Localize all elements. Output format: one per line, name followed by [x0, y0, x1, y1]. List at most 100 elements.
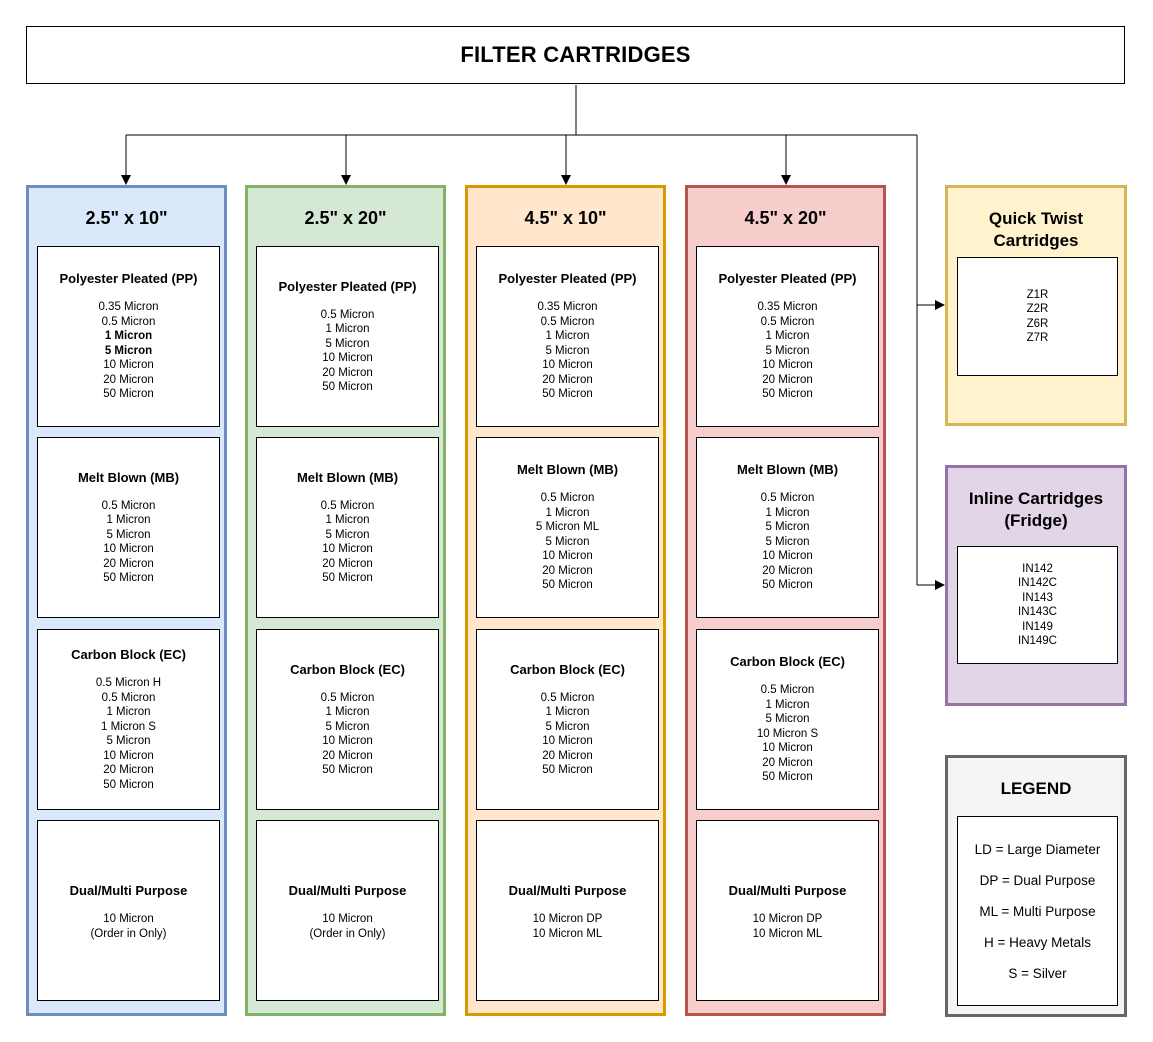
inline-item: IN143C	[1018, 606, 1057, 618]
micron-item: 1 Micron	[325, 706, 370, 718]
micron-item: 0.5 Micron	[320, 691, 375, 704]
filter-type-title: Dual/Multi Purpose	[69, 883, 188, 898]
micron-item: 0.5 Micron	[760, 315, 815, 328]
micron-item: 50 Micron	[542, 764, 593, 776]
micron-item: 50 Micron	[103, 572, 154, 584]
micron-item: 10 Micron	[103, 913, 154, 925]
micron-item: 1 Micron	[104, 330, 153, 343]
micron-item: 10 Micron S	[756, 727, 819, 740]
micron-item: 50 Micron	[322, 572, 373, 584]
micron-item: 20 Micron	[762, 373, 813, 386]
micron-item: 10 Micron	[542, 550, 593, 563]
legend-item: LD = Large Diameter	[974, 841, 1101, 857]
micron-item: 10 Micron DP	[752, 913, 823, 925]
column-header: 2.5" x 10"	[85, 208, 168, 228]
quick-twist-item: Z1R	[1026, 288, 1049, 301]
micron-item: 0.5 Micron	[101, 691, 156, 704]
size-column: 2.5" x 20"Polyester Pleated (PP)0.5 Micr…	[245, 185, 446, 1016]
micron-item: 5 Micron	[106, 528, 151, 541]
micron-item: 10 Micron ML	[532, 927, 603, 940]
micron-item: 50 Micron	[103, 388, 154, 401]
filter-type-title: Polyester Pleated (PP)	[278, 278, 417, 294]
micron-item: 5 Micron	[545, 344, 590, 357]
micron-item: 1 Micron	[545, 706, 590, 718]
filter-type-cell: Melt Blown (MB) 0.5 Micron 1 Micron 5 Micro…	[256, 437, 439, 618]
micron-item: 5 Micron	[325, 528, 370, 541]
legend-item: H = Heavy Metals	[984, 934, 1091, 950]
quick-twist-item: Z6R	[1026, 317, 1049, 330]
filter-type-title: Dual/Multi Purpose	[728, 883, 847, 898]
micron-item: 10 Micron	[322, 913, 373, 925]
micron-item: 0.5 Micron H	[95, 677, 162, 689]
micron-item: 10 Micron	[542, 735, 593, 747]
micron-item: 0.5 Micron	[101, 499, 156, 512]
micron-item: 20 Micron	[322, 557, 373, 570]
micron-item: 20 Micron	[103, 557, 154, 570]
quick-twist-header: Quick Twist Cartridges	[988, 209, 1084, 250]
micron-item: 1 Micron	[765, 330, 810, 343]
filter-type-title: Polyester Pleated (PP)	[498, 271, 637, 287]
micron-item: 0.5 Micron	[320, 308, 375, 321]
micron-item: 10 Micron	[762, 550, 813, 563]
micron-item: 1 Micron	[545, 330, 590, 343]
micron-item: 50 Micron	[762, 388, 813, 401]
filter-type-title: Dual/Multi Purpose	[508, 883, 627, 898]
micron-item: 0.5 Micron	[320, 499, 375, 512]
micron-item: 50 Micron	[322, 764, 373, 776]
micron-item: 5 Micron	[765, 535, 810, 548]
filter-type-title: Polyester Pleated (PP)	[718, 271, 857, 287]
micron-item: 1 Micron	[325, 323, 370, 335]
legend-header: LEGEND	[1000, 779, 1072, 798]
micron-item: 20 Micron	[542, 373, 593, 386]
micron-item: 10 Micron	[322, 352, 373, 364]
micron-item: 0.35 Micron	[537, 301, 598, 314]
micron-item: 0.35 Micron	[757, 301, 818, 314]
filter-type-title: Melt Blown (MB)	[296, 469, 399, 485]
legend-item: ML = Multi Purpose	[979, 903, 1096, 919]
micron-item: 10 Micron ML	[752, 927, 823, 940]
micron-list: 0.5 Micron 1 Micron 5 Micron 10 Micron 20 Mi…	[321, 499, 375, 586]
legend-item: DP = Dual Purpose	[979, 872, 1096, 888]
micron-item: 1 Micron	[325, 514, 370, 526]
micron-item: 20 Micron	[542, 749, 593, 762]
filter-type-title: Polyester Pleated (PP)	[59, 271, 198, 287]
micron-item: 5 Micron	[545, 535, 590, 548]
micron-item: 10 Micron	[762, 742, 813, 755]
legend-box: LEGEND LD = Large Diameter DP = Dual Purp…	[945, 755, 1127, 1017]
micron-item: 10 Micron	[103, 359, 154, 372]
micron-item: 1 Micron S	[101, 720, 156, 733]
size-column: 4.5" x 20"Polyester Pleated (PP)0.35 Mic…	[685, 185, 886, 1016]
micron-item: 5 Micron	[765, 521, 810, 534]
filter-type-title: Carbon Block (EC)	[510, 661, 625, 677]
micron-item: 50 Micron	[762, 579, 813, 592]
inline-header: Inline Cartridges (Fridge)	[968, 489, 1104, 530]
micron-item: 10 Micron	[322, 543, 373, 555]
micron-item: 50 Micron	[103, 778, 154, 791]
micron-item: 50 Micron	[762, 771, 813, 784]
micron-item: 20 Micron	[762, 756, 813, 769]
column-header: 4.5" x 10"	[524, 208, 607, 228]
inline-item: IN143	[1022, 591, 1053, 604]
